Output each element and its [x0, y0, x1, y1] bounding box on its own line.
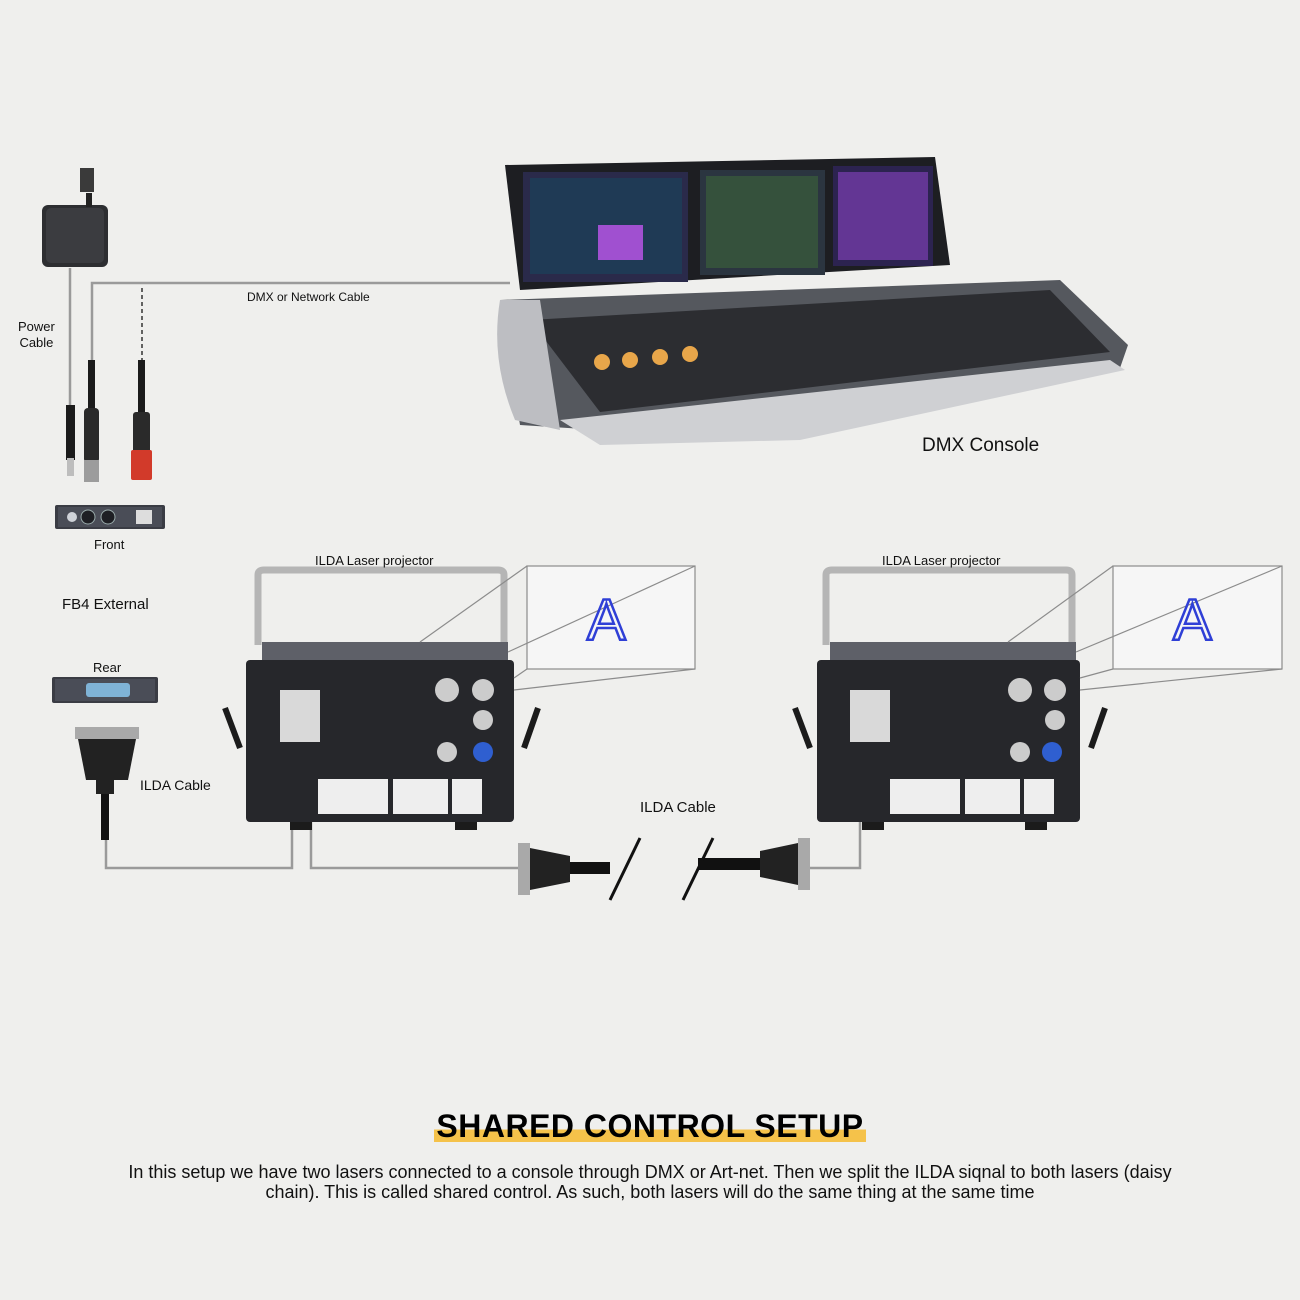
label-projector-right: ILDA Laser projector	[882, 553, 1001, 568]
dmx-console	[497, 157, 1128, 445]
dmx-network-cable	[90, 281, 510, 365]
projection-letter-1: A	[587, 588, 626, 653]
label-ilda-cable-left: ILDA Cable	[140, 777, 211, 793]
description: In this setup we have two lasers connect…	[128, 1162, 1172, 1202]
title-container: SHARED CONTROL SETUP	[0, 1108, 1300, 1145]
ilda-cable-center	[518, 837, 810, 901]
cable-plugs	[66, 360, 152, 482]
label-fb4-external: FB4 External	[62, 596, 149, 613]
label-projector-left: ILDA Laser projector	[315, 553, 434, 568]
label-dmx-console: DMX Console	[922, 435, 1039, 456]
label-ilda-cable-center: ILDA Cable	[640, 799, 716, 816]
label-power-cable: Power Cable	[18, 319, 55, 350]
projection-beam-1	[419, 565, 696, 691]
page-title: SHARED CONTROL SETUP	[434, 1108, 866, 1145]
label-rear: Rear	[93, 660, 122, 675]
fb4-rear-panel	[52, 677, 158, 703]
label-front: Front	[94, 537, 125, 552]
projection-letter-2: A	[1173, 588, 1212, 653]
projection-beam-2	[1007, 565, 1283, 691]
power-adapter	[42, 168, 108, 267]
fb4-front-panel	[55, 505, 165, 529]
label-dmx-network-cable: DMX or Network Cable	[247, 290, 370, 304]
db25-plug-left	[75, 727, 139, 840]
laser-projector-1	[222, 566, 541, 830]
laser-projector-2	[792, 566, 1108, 830]
